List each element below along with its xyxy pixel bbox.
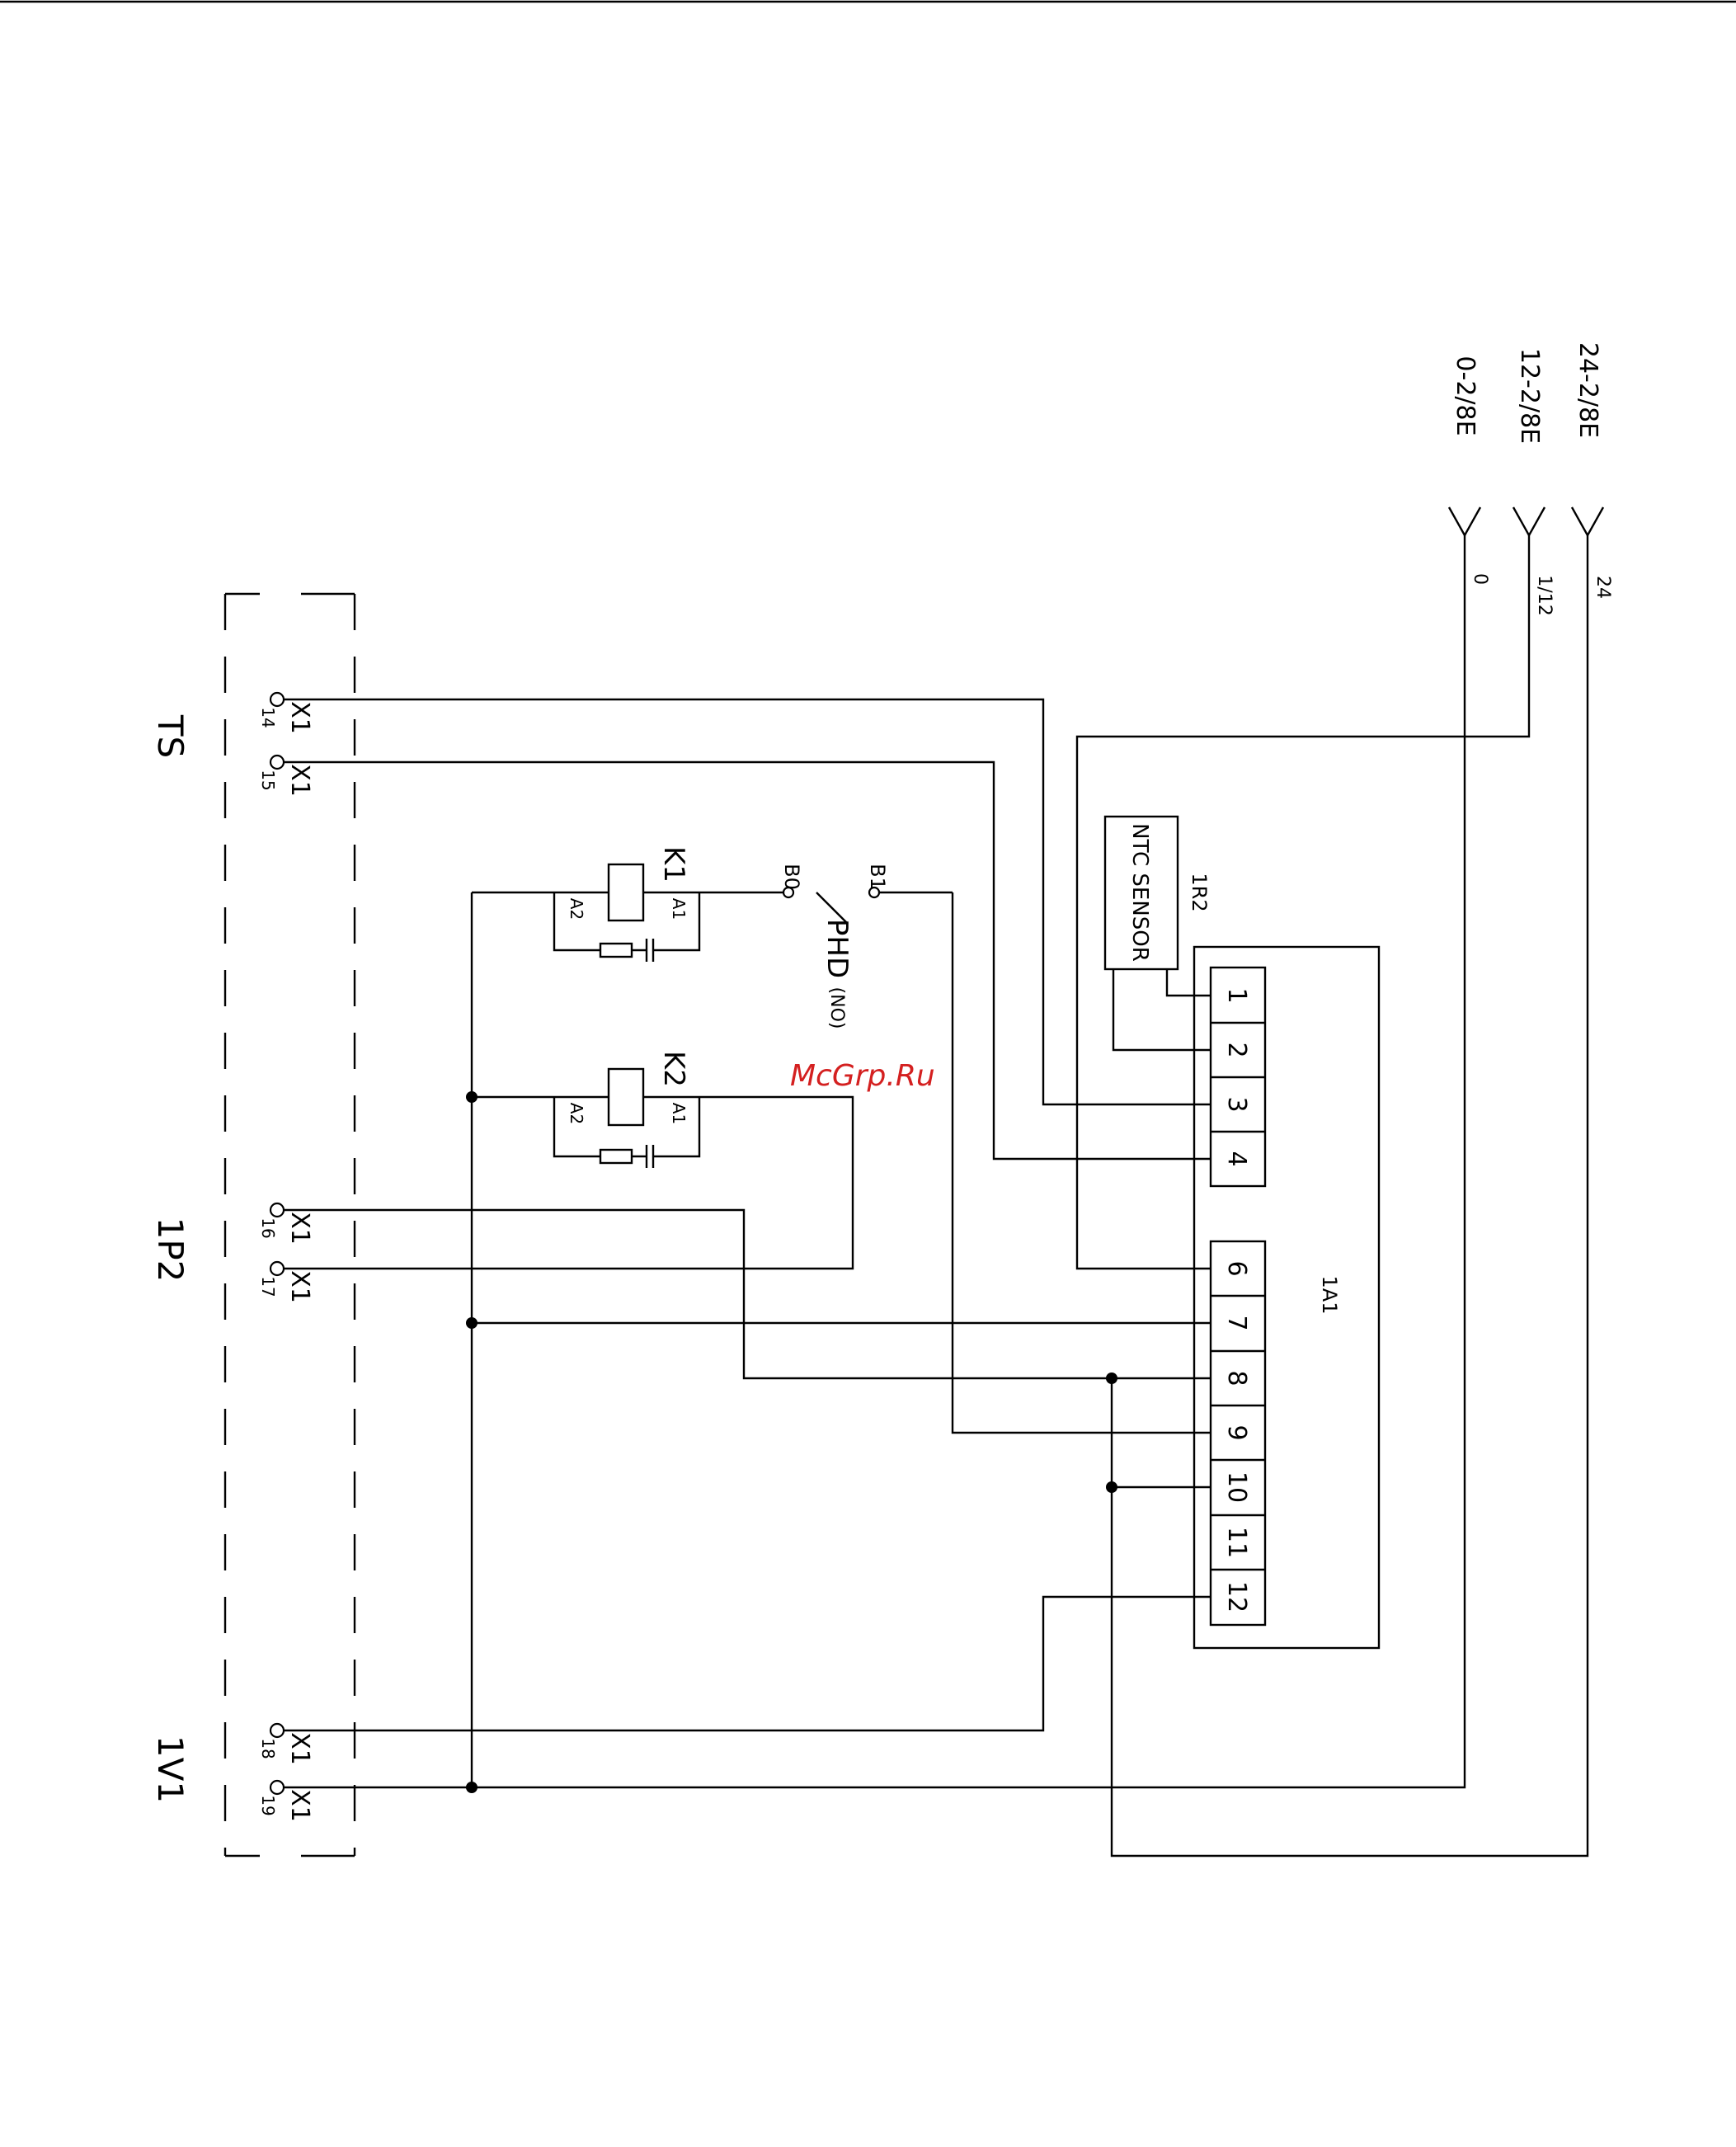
x1-terminal-number: 19 — [258, 1795, 278, 1815]
relay-k2: K2 A2 A1 — [554, 1051, 699, 1168]
controller-outline — [1194, 947, 1379, 1648]
supply-wire-0: 0 — [1470, 573, 1490, 585]
device-label-1v1: 1V1 — [150, 1735, 191, 1803]
watermark-text: McGrp.Ru — [790, 1059, 935, 1093]
controller-terminal-9: 9 — [1222, 1424, 1251, 1440]
controller-terminal-3: 3 — [1222, 1096, 1251, 1112]
controller-terminal-2: 2 — [1222, 1042, 1251, 1057]
supply-ref-12: 12-2/8E — [1515, 348, 1544, 444]
wire-b1-to-9 — [953, 892, 1211, 1433]
relay-k2-a2: A2 — [567, 1103, 586, 1124]
wire-x1-15-to-4 — [284, 762, 1211, 1159]
x1-terminal-label: X1 — [285, 1789, 314, 1822]
controller-terminal-4: 4 — [1222, 1151, 1251, 1166]
switch-label: PHD — [821, 919, 854, 978]
wire-x1-14-to-3 — [284, 699, 1211, 1104]
supply-wire-24: 24 — [1593, 576, 1613, 599]
junction-dot — [1106, 1372, 1117, 1384]
supply-0: 0-2/8E 0 — [1449, 355, 1490, 585]
x1-terminal-number: 16 — [258, 1217, 278, 1238]
wire-sensor-to-2 — [1113, 969, 1211, 1050]
controller-terminal-7: 7 — [1222, 1315, 1251, 1330]
supply-24: 24-2/8E 24 — [1572, 342, 1613, 599]
controller-label: 1A1 — [1318, 1276, 1341, 1315]
switch-b0-label: B0 — [780, 864, 803, 890]
sensor-label: NTC SENSOR — [1127, 823, 1152, 962]
supply-ref-0: 0-2/8E — [1451, 355, 1480, 436]
x1-terminal-label: X1 — [285, 1212, 314, 1245]
supply-ref-24: 24-2/8E — [1574, 342, 1602, 438]
x1-terminal-label: X1 — [285, 1270, 314, 1303]
controller-terminal-10: 10 — [1222, 1471, 1251, 1503]
controller-terminal-8: 8 — [1222, 1370, 1251, 1386]
controller-terminal-1: 1 — [1222, 987, 1251, 1003]
relay-k1-a2: A2 — [567, 898, 586, 920]
phd-switch: B0 B1 PHD (NO) — [699, 864, 953, 1029]
x1-terminal-number: 15 — [258, 770, 278, 790]
x1-terminal-label: X1 — [285, 1732, 314, 1765]
controller-terminal-6: 6 — [1222, 1260, 1251, 1276]
relay-k2-label: K2 — [657, 1051, 690, 1087]
relay-k2-a1: A1 — [669, 1103, 689, 1124]
wire-x1-18-to-12 — [284, 1597, 1211, 1730]
device-label-1p2: 1P2 — [150, 1217, 191, 1283]
switch-b1-label: B1 — [866, 864, 889, 890]
device-label-ts: TS — [150, 714, 191, 758]
wire-supply-24 — [1112, 535, 1588, 1856]
switch-note: (NO) — [826, 987, 847, 1029]
x1-terminal-number: 18 — [258, 1738, 278, 1759]
supply-wire-12: 1/12 — [1534, 575, 1555, 615]
junction-dot — [466, 1091, 478, 1103]
junction-dot — [466, 1782, 478, 1793]
wire-sensor-to-1 — [1167, 969, 1211, 996]
junction-dot — [466, 1317, 478, 1329]
controller-terminal-11: 11 — [1222, 1527, 1251, 1558]
supply-arrow-0 — [1449, 507, 1480, 535]
x1-terminal-label: X1 — [285, 764, 314, 797]
junction-dot — [1106, 1481, 1117, 1493]
sensor-ref: 1R2 — [1188, 873, 1211, 911]
relay-k1-coil — [609, 864, 643, 920]
relay-k1-label: K1 — [657, 846, 690, 883]
supply-12: 12-2/8E 1/12 — [1513, 348, 1555, 616]
relay-k2-coil — [609, 1069, 643, 1125]
supply-arrow-12 — [1513, 507, 1545, 535]
x1-terminal-label: X1 — [285, 701, 314, 734]
controller-1a1: 1A1 1 2 3 4 6 7 8 9 10 11 12 — [1194, 947, 1379, 1648]
x1-terminal-number: 14 — [258, 707, 278, 727]
relay-k1-a1: A1 — [669, 898, 689, 920]
controller-terminal-12: 12 — [1222, 1581, 1251, 1613]
wire-x1-16-to-8 — [284, 1210, 1211, 1378]
x1-terminal-number: 17 — [258, 1276, 278, 1297]
wire-x1-19-to-supply-0 — [284, 535, 1465, 1787]
relay-k1: K1 A2 A1 — [554, 846, 699, 962]
supply-arrow-24 — [1572, 507, 1603, 535]
